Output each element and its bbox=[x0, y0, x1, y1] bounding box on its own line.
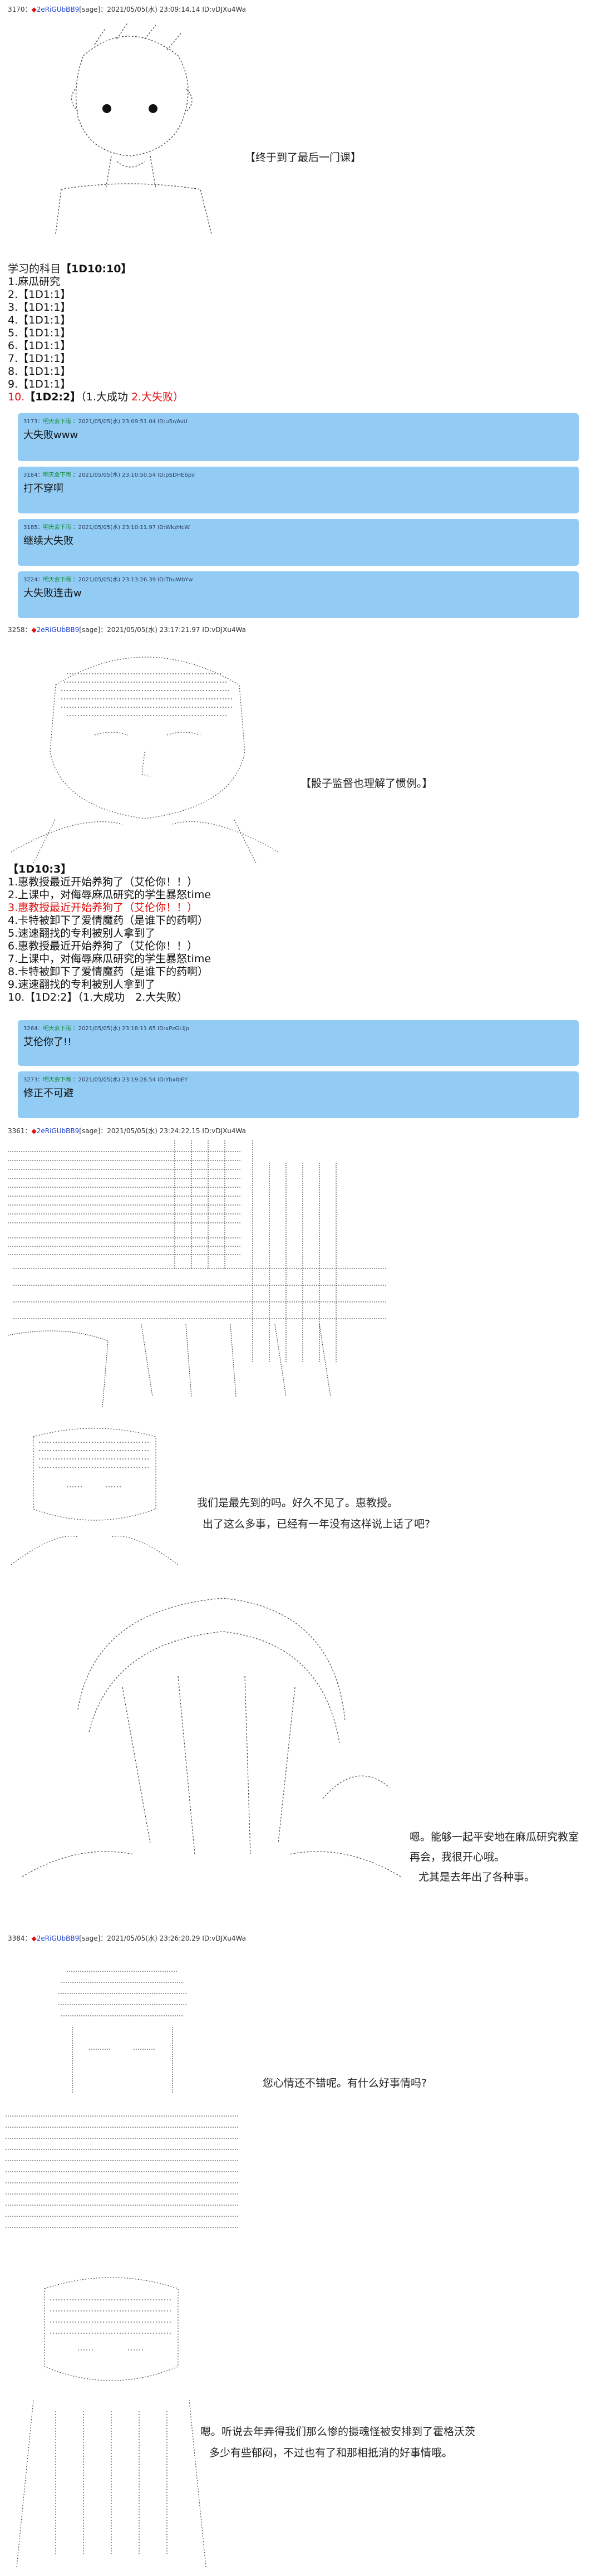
list-item-selected: 3.惠教授最近开始养狗了（艾伦你！！） bbox=[8, 902, 198, 914]
post-header: 3170：◆2eRiGUbBB9[sage]：2021/05/05(水) 23:… bbox=[8, 6, 247, 13]
poster-name-link[interactable]: 2eRiGUbBB9 bbox=[36, 1127, 80, 1135]
poster-name-link[interactable]: 2eRiGUbBB9 bbox=[36, 6, 80, 13]
list-item: 10.【1D2:2】（1.大成功 2.大失败） bbox=[8, 991, 188, 1003]
caption-dialogue: 嗯。听说去年弄得我们那么惨的摄魂怪被安排到了霍格沃茨 bbox=[200, 2426, 476, 2438]
list-item-last: 10.【1D2:2】（1.大成功 2.大失败） bbox=[8, 391, 184, 403]
post-header: 3361：◆2eRiGUbBB9[sage]：2021/05/05(水) 23:… bbox=[8, 1127, 247, 1135]
dice-list-subjects: 学习的科目【1D10:10】 1.麻瓜研究 2.【1D1:1】 3.【1D1:1… bbox=[8, 263, 184, 404]
list-item: 3.【1D1:1】 bbox=[8, 301, 71, 314]
caption-dialogue: 再会，我很开心哦。 bbox=[410, 1851, 505, 1863]
ascii-art-portrait-2 bbox=[11, 640, 278, 863]
list-item: 1.麻瓜研究 bbox=[8, 276, 61, 288]
post-header: 3258：◆2eRiGUbBB9[sage]：2021/05/05(水) 23:… bbox=[8, 626, 247, 634]
reply-box: 3185：明天会下雨 ：2021/05/05(水) 23:10:11.97 ID… bbox=[18, 519, 579, 566]
list-item: 7.上课中，对侮辱麻瓜研究的学生暴怒time bbox=[8, 953, 211, 965]
reply-box: 3273：明天会下雨 ：2021/05/05(水) 23:19:28.54 ID… bbox=[18, 1071, 579, 1118]
list-title: 【1D10:3】 bbox=[8, 863, 72, 875]
caption-dialogue: 嗯。能够一起平安地在麻瓜研究教室 bbox=[410, 1831, 579, 1843]
list-item: 6.惠教授最近开始养狗了（艾伦你！！） bbox=[8, 940, 198, 952]
list-item: 5.【1D1:1】 bbox=[8, 327, 71, 339]
dice-list-events: 【1D10:3】 1.惠教授最近开始养狗了（艾伦你！！） 2.上课中，对侮辱麻瓜… bbox=[8, 863, 211, 1004]
ascii-art-portrait-6 bbox=[11, 2266, 211, 2567]
list-item: 9.速速翻找的专利被别人拿到了 bbox=[8, 978, 156, 991]
list-title: 学习的科目【1D10:10】 bbox=[8, 263, 132, 275]
list-item: 5.速速翻找的专利被别人拿到了 bbox=[8, 927, 156, 939]
reply-box: 3184：明天会下雨 ：2021/05/05(水) 23:10:50.54 ID… bbox=[18, 467, 579, 513]
caption-dialogue: 我们是最先到的吗。好久不见了。惠教授。 bbox=[197, 1497, 398, 1509]
reply-box: 3224：明天会下雨 ：2021/05/05(水) 23:13:26.39 ID… bbox=[18, 571, 579, 618]
caption-dialogue: 尤其是去年出了各种事。 bbox=[418, 1871, 535, 1883]
ascii-art-portrait-4 bbox=[11, 1576, 401, 1888]
ascii-art-portrait-5 bbox=[6, 1949, 239, 2239]
caption-dialogue: 出了这么多事，已经有一年没有这样说上话了吧? bbox=[203, 1518, 431, 1530]
list-item: 8.卡特被卸下了爱情魔药（是谁下的药啊） bbox=[8, 966, 209, 978]
caption-final-class: 【终于到了最后一门课】 bbox=[245, 151, 362, 164]
reply-box: 3173：明天会下雨 ：2021/05/05(水) 23:09:51.04 ID… bbox=[18, 413, 579, 461]
poster-name-link[interactable]: 2eRiGUbBB9 bbox=[36, 626, 80, 634]
list-item: 8.【1D1:1】 bbox=[8, 365, 71, 378]
list-item: 1.惠教授最近开始养狗了（艾伦你！！） bbox=[8, 876, 198, 888]
reply-box: 3264：明天会下雨 ：2021/05/05(水) 23:18:11.65 ID… bbox=[18, 1020, 579, 1066]
list-item: 6.【1D1:1】 bbox=[8, 340, 71, 352]
ascii-art-portrait-1 bbox=[33, 22, 234, 234]
ascii-art-portrait-3 bbox=[11, 1426, 178, 1565]
list-item: 2.【1D1:1】 bbox=[8, 288, 71, 301]
list-item: 4.【1D1:1】 bbox=[8, 314, 71, 326]
poster-name-link[interactable]: 2eRiGUbBB9 bbox=[36, 1935, 80, 1942]
list-item: 2.上课中，对侮辱麻瓜研究的学生暴怒time bbox=[8, 889, 211, 901]
ascii-art-classroom bbox=[8, 1140, 386, 1408]
list-item: 4.卡特被卸下了爱情魔药（是谁下的药啊） bbox=[8, 914, 209, 927]
list-item: 9.【1D1:1】 bbox=[8, 378, 71, 390]
post-header: 3384：◆2eRiGUbBB9[sage]：2021/05/05(水) 23:… bbox=[8, 1935, 247, 1942]
caption-dialogue: 多少有些郁闷，不过也有了和那相抵消的好事情哦。 bbox=[209, 2447, 453, 2459]
caption-dialogue: 您心情还不错呢。有什么好事情吗? bbox=[263, 2077, 427, 2089]
caption-dice-supervisor: 【骰子监督也理解了惯例。】 bbox=[300, 777, 433, 790]
list-item: 7.【1D1:1】 bbox=[8, 352, 71, 365]
